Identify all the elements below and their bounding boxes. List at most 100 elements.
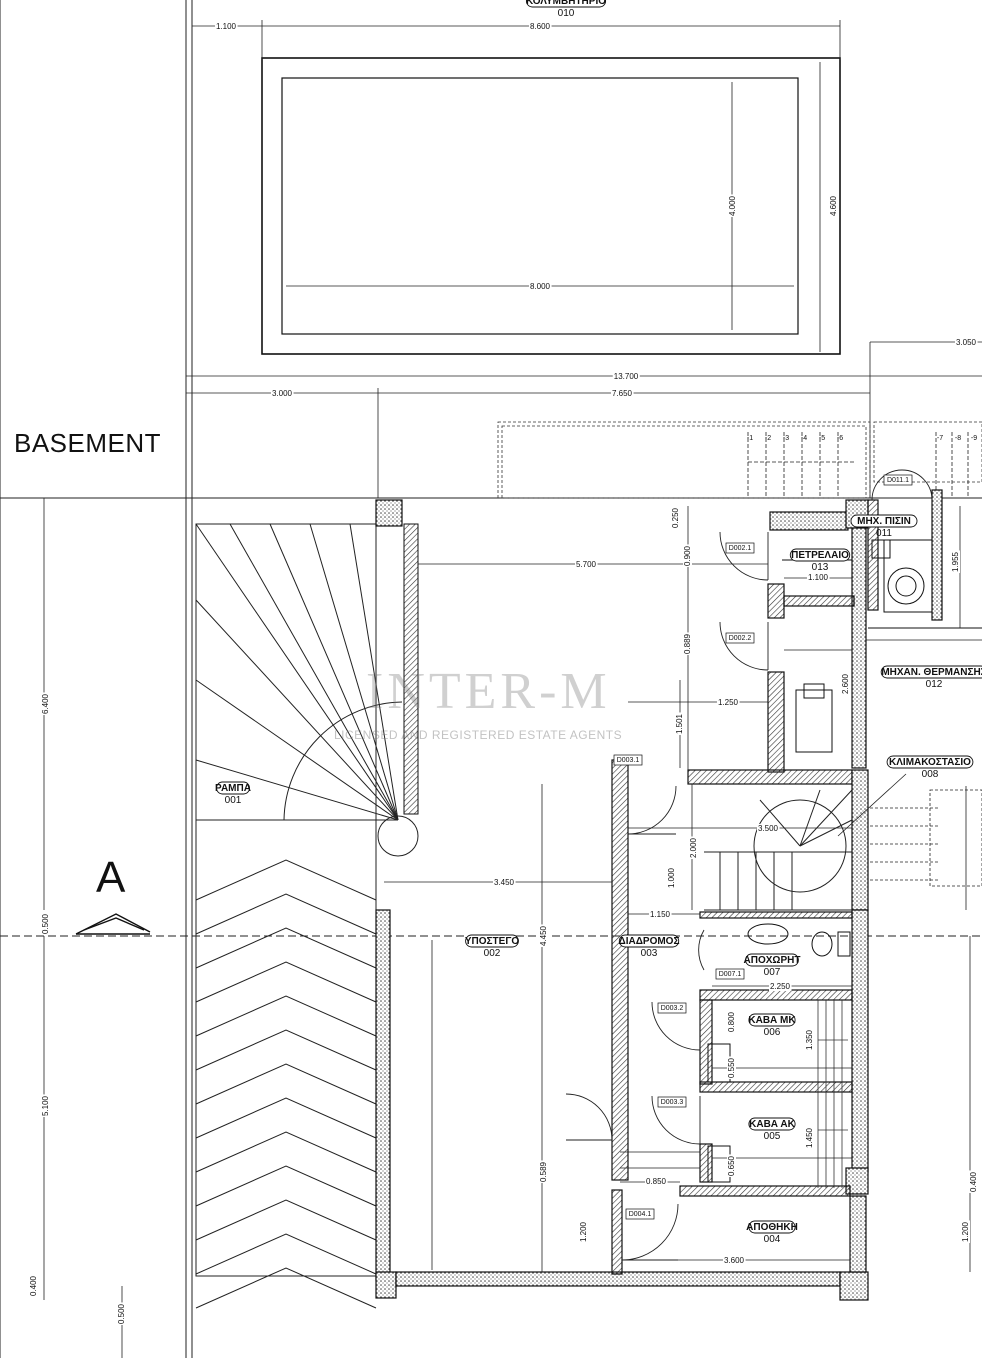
door-tag: D003.3 bbox=[661, 1099, 684, 1106]
dimension-label-bg bbox=[29, 1274, 38, 1298]
dimension-label-bg bbox=[644, 1177, 668, 1186]
dimension-label-bg bbox=[41, 692, 50, 716]
section-marker-label: A bbox=[96, 853, 126, 902]
ramp-chevron bbox=[195, 961, 377, 1003]
dimension-label: 1.100 bbox=[808, 573, 829, 582]
room-name: ΚΛΙΜΑΚΟΣΤΑΣΙΟ bbox=[889, 757, 971, 768]
room-name: ΥΠΟΣΤΕΓΟ bbox=[465, 936, 519, 947]
room-name: ΚΑΒΑ ΑΚ bbox=[749, 1119, 796, 1130]
room-name: ΑΠΟΧΩΡΗΤ bbox=[744, 955, 801, 966]
dimension-label: 0.500 bbox=[117, 1303, 126, 1324]
ramp-chevron bbox=[195, 1029, 377, 1071]
dimension-label-bg bbox=[756, 824, 780, 833]
dimension-label: 0.850 bbox=[646, 1177, 667, 1186]
room-name: ΑΠΟΘΗΚΗ bbox=[746, 1222, 798, 1233]
room-label-frame bbox=[465, 934, 519, 948]
door-tag: D002.2 bbox=[729, 635, 752, 642]
room-number: 004 bbox=[764, 1234, 781, 1245]
ramp-chevron bbox=[195, 1097, 377, 1139]
dimension-label: 3.600 bbox=[724, 1256, 745, 1265]
dimension-label: 3.450 bbox=[494, 878, 515, 887]
door-swings bbox=[565, 469, 933, 1261]
watermark-tagline: LICENSED AND REGISTERED ESTATE AGENTS bbox=[334, 728, 623, 742]
stair-leader bbox=[837, 773, 907, 837]
ramp-chevron bbox=[195, 995, 377, 1037]
dimension-label-bg bbox=[574, 560, 598, 569]
cellar-shelving bbox=[817, 1000, 848, 1188]
dimension-label-bg bbox=[969, 1170, 978, 1194]
room-label-frame bbox=[216, 781, 250, 795]
room-number: 002 bbox=[484, 948, 501, 959]
dimension-label-bg bbox=[727, 1056, 736, 1080]
room-label-frame bbox=[745, 953, 799, 967]
room-label-frame bbox=[748, 1220, 796, 1234]
dimension-label-bg bbox=[539, 1160, 548, 1184]
stair-step-number: -6 bbox=[837, 435, 843, 442]
dimension-label-bg bbox=[805, 1126, 814, 1150]
plan-title: BASEMENT bbox=[14, 428, 162, 458]
dimension-label: 1.955 bbox=[951, 551, 960, 572]
dimension-label-bg bbox=[768, 982, 792, 991]
dimension-label: 0.889 bbox=[683, 633, 692, 654]
door-tag-frame bbox=[613, 754, 643, 766]
ramp-chevron bbox=[195, 927, 377, 969]
dimension-label: 5.700 bbox=[576, 560, 597, 569]
door-tag-frame bbox=[883, 474, 913, 486]
ramp bbox=[195, 523, 419, 1277]
room-number: 013 bbox=[812, 562, 829, 573]
dimension-label: 1.501 bbox=[675, 713, 684, 734]
ramp-chevron bbox=[195, 1233, 377, 1275]
dimension-label-bg bbox=[805, 1028, 814, 1052]
dimension-label: 4.000 bbox=[728, 195, 737, 216]
dimension-label-bg bbox=[961, 1220, 970, 1244]
watermark-brand: INTER-M bbox=[366, 663, 611, 720]
room-label-frame bbox=[618, 934, 680, 948]
ramp-chevron bbox=[195, 1267, 377, 1309]
room-label-frame bbox=[525, 0, 607, 8]
dimension-label: 1.350 bbox=[805, 1029, 814, 1050]
dimension-label-bg bbox=[829, 194, 838, 218]
room-name: ΚΟΛΥΜΒΗΤΗΡΙΟ bbox=[526, 0, 606, 7]
dimension-label-bg bbox=[722, 1256, 746, 1265]
door-tag: D002.1 bbox=[729, 545, 752, 552]
dimension-label: 0.400 bbox=[29, 1275, 38, 1296]
stair-step-number: -5 bbox=[819, 435, 825, 442]
dimension-label: 2.600 bbox=[841, 673, 850, 694]
spiral-stair bbox=[704, 789, 853, 911]
room-number: 010 bbox=[558, 8, 575, 19]
dimension-label: 4.600 bbox=[829, 195, 838, 216]
dimension-label: 1.100 bbox=[216, 22, 237, 31]
dimension-label-bg bbox=[648, 910, 672, 919]
room-label-frame bbox=[789, 548, 851, 562]
dimension-label-bg bbox=[528, 22, 552, 31]
room-name: ΡΑΜΠΑ bbox=[215, 783, 251, 794]
dimension-label-bg bbox=[727, 1154, 736, 1178]
section-marker-arrow bbox=[75, 913, 151, 935]
dimension-label-bg bbox=[579, 1220, 588, 1244]
dimension-label: 6.400 bbox=[41, 693, 50, 714]
door-tag: D007.1 bbox=[719, 971, 742, 978]
dimension-label-bg bbox=[610, 389, 634, 398]
dimension-label: 1.200 bbox=[579, 1221, 588, 1242]
ramp-chevron bbox=[195, 893, 377, 935]
ramp-chevron bbox=[195, 1131, 377, 1173]
room-name: ΚΑΒΑ ΜΚ bbox=[748, 1015, 796, 1026]
ramp-chevron bbox=[195, 1165, 377, 1207]
door-tag: D003.1 bbox=[617, 757, 640, 764]
room-number: 001 bbox=[225, 795, 242, 806]
dimension-label: 7.650 bbox=[612, 389, 633, 398]
stair-step-number: -9 bbox=[971, 435, 977, 442]
room-number: 012 bbox=[926, 679, 943, 690]
room-label-frame bbox=[880, 665, 982, 679]
dimension-label: 8.600 bbox=[530, 22, 551, 31]
upper-stairs bbox=[747, 432, 969, 498]
stair-step-number: -2 bbox=[765, 435, 771, 442]
terrace-outline bbox=[497, 421, 982, 499]
inner-dimensions bbox=[43, 498, 982, 1358]
dimension-label: 4.450 bbox=[539, 925, 548, 946]
stair-step-number: -4 bbox=[801, 435, 807, 442]
room-number: 008 bbox=[922, 769, 939, 780]
dimension-label-bg bbox=[528, 282, 552, 291]
